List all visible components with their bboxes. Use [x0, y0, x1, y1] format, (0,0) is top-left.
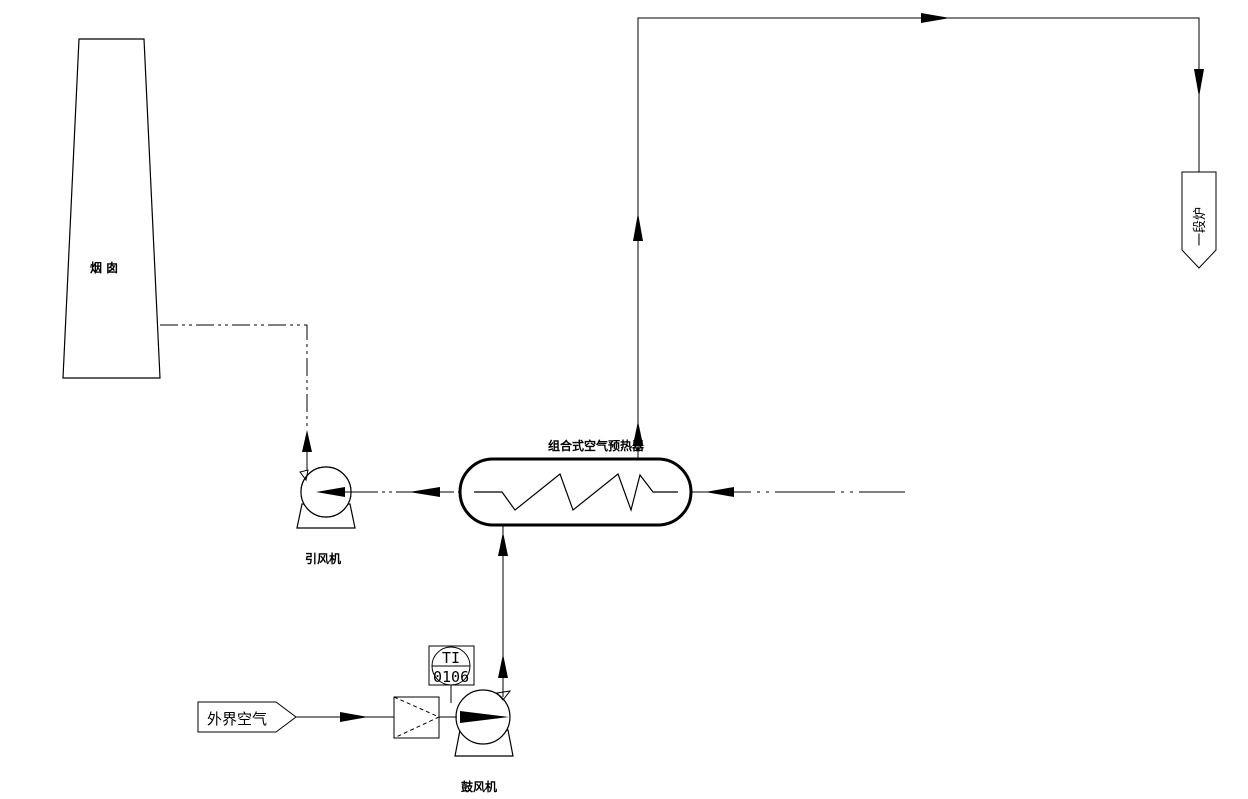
furnace-label: 一段炉 [1193, 207, 1208, 246]
forced-fan-label: 鼓风机 [461, 779, 497, 794]
flue-line-chimney [160, 324, 308, 430]
arrow-up-to-chimney-line [302, 430, 312, 452]
primary-reformer: 一段炉 [1181, 171, 1217, 269]
induced-draft-fan: 引风机 [296, 466, 358, 566]
arrow-up-mid [633, 213, 643, 241]
induced-fan-label: 引风机 [305, 551, 341, 566]
chimney: 烟 囱 [62, 38, 161, 379]
outside-air-label: 外界空气 [207, 710, 267, 728]
arrow-left-to-induced-fan [409, 487, 440, 497]
hot-air-line [637, 17, 1200, 459]
arrow-up-from-forced-fan [498, 654, 508, 678]
temperature-indicator: TI 0106 [428, 645, 475, 703]
arrow-up-into-preheater [498, 532, 508, 556]
air-preheater: 组合式空气预热器 [458, 438, 693, 527]
outside-air-inlet: 外界空气 [197, 701, 394, 733]
air-preheater-label: 组合式空气预热器 [548, 438, 645, 453]
instrument-number: 0106 [433, 668, 469, 686]
arrow-up-from-preheater [633, 421, 643, 445]
arrow-right-top [921, 13, 950, 23]
instrument-tag: TI [442, 649, 460, 667]
forced-draft-fan: 鼓风机 [454, 689, 514, 794]
air-filter [393, 696, 457, 739]
arrow-down-to-furnace [1194, 69, 1204, 97]
arrow-left-into-preheater [705, 487, 734, 497]
chimney-label: 烟 囱 [90, 260, 118, 275]
